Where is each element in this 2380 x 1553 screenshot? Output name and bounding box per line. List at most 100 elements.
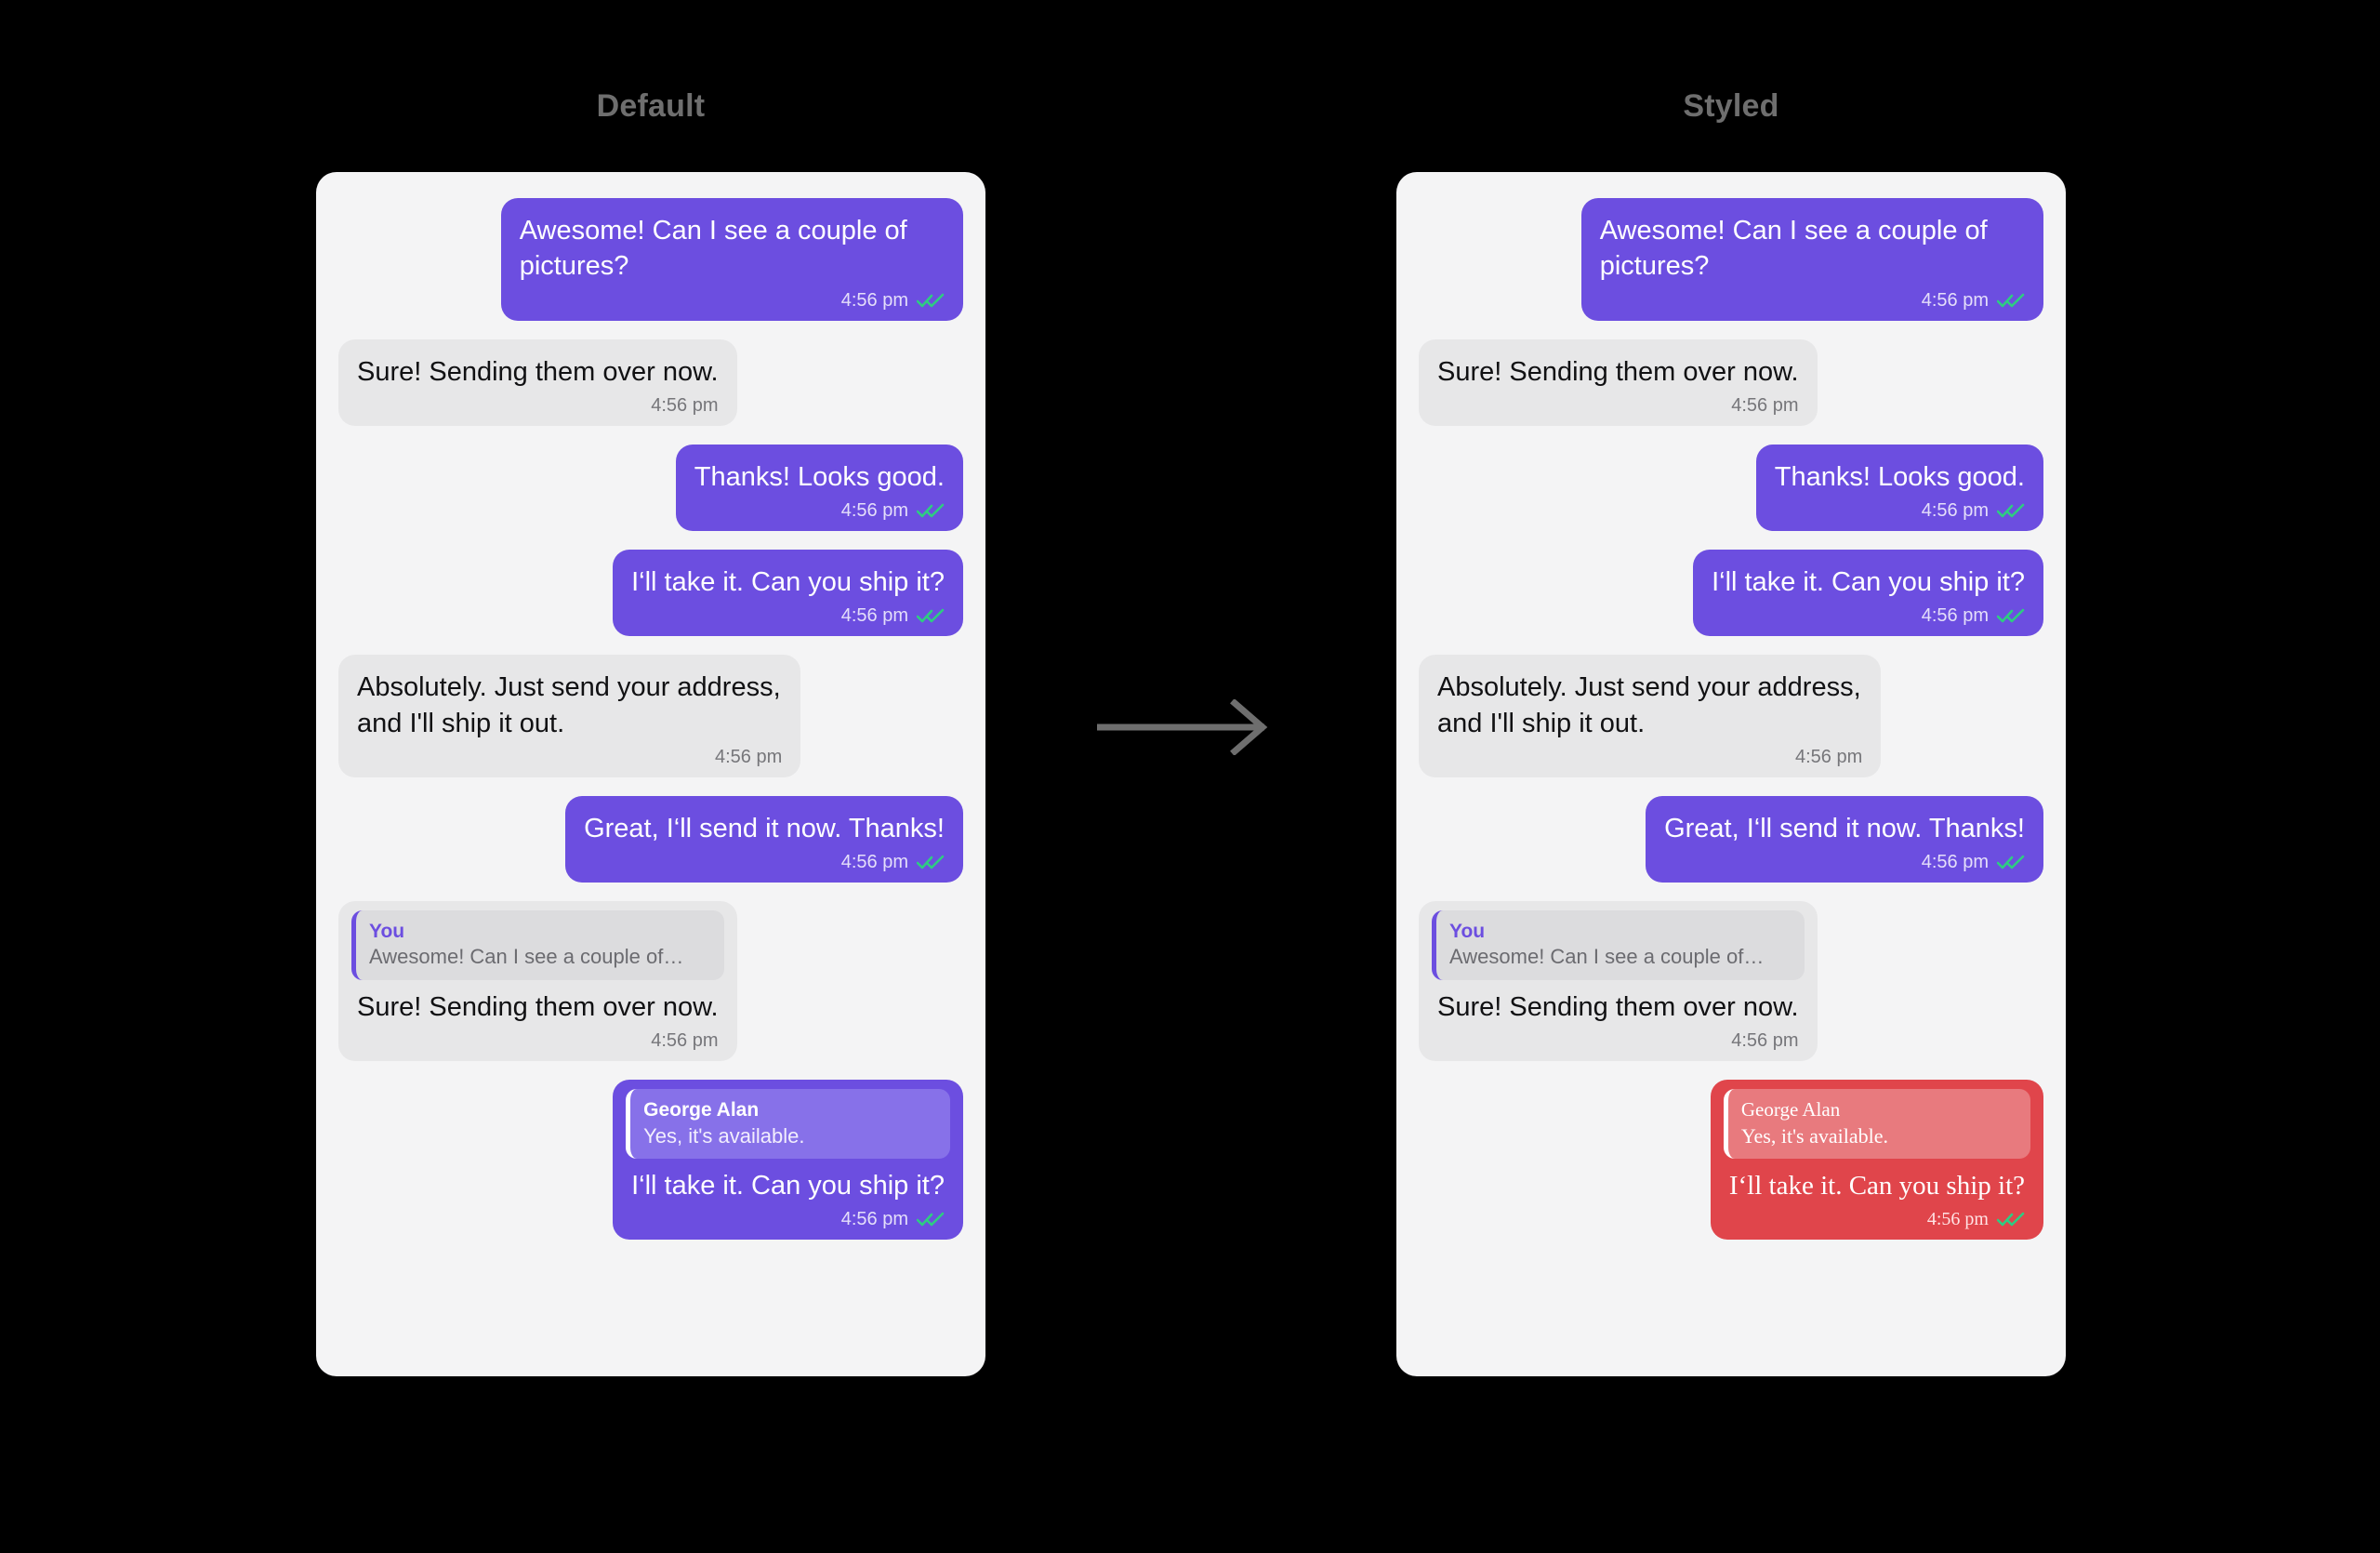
outgoing-message-bubble[interactable]: Thanks! Looks good. 4:56 pm (1755, 444, 2043, 532)
incoming-message-bubble[interactable]: Sure! Sending them over now. 4:56 pm (338, 338, 737, 426)
message-meta: 4:56 pm (584, 852, 945, 873)
outgoing-message-bubble[interactable]: Awesome! Can I see a couple of pictures?… (500, 198, 963, 321)
message-meta: 4:56 pm (1437, 747, 1862, 768)
message-text: Sure! Sending them over now. (1437, 992, 1799, 1023)
reply-quote-author: You (369, 921, 405, 943)
message-text: Awesome! Can I see a couple of pictures? (519, 216, 915, 282)
double-check-icon (917, 855, 945, 869)
message-timestamp: 4:56 pm (840, 1209, 908, 1230)
message-timestamp: 4:56 pm (715, 746, 783, 767)
message-text: I‘ll take it. Can you ship it? (631, 1171, 945, 1201)
message-meta: 4:56 pm (1437, 394, 1799, 417)
outgoing-message-bubble[interactable]: Thanks! Looks good. 4:56 pm (675, 444, 963, 532)
panel-title-styled: Styled (1683, 88, 1779, 124)
message-text: Absolutely. Just send your address, and … (1437, 672, 1869, 738)
message-row: Awesome! Can I see a couple of pictures?… (338, 198, 963, 321)
message-text: I‘ll take it. Can you ship it? (1712, 567, 2025, 598)
message-timestamp: 4:56 pm (1926, 1209, 1989, 1230)
message-meta: 4:56 pm (357, 747, 782, 768)
message-meta: 4:56 pm (694, 500, 945, 522)
message-timestamp: 4:56 pm (1921, 500, 1989, 522)
message-timestamp: 4:56 pm (1921, 289, 1989, 311)
message-row: Absolutely. Just send your address, and … (1419, 655, 2043, 777)
message-text: Sure! Sending them over now. (357, 356, 719, 387)
message-text: Sure! Sending them over now. (357, 992, 719, 1023)
message-row: Thanks! Looks good. 4:56 pm (338, 444, 963, 532)
double-check-icon (917, 293, 945, 307)
reply-quote-text: Awesome! Can I see a couple of… (1449, 945, 1765, 969)
panel-title-default: Default (596, 88, 706, 124)
double-check-icon (917, 609, 945, 623)
message-meta: 4:56 pm (1437, 1030, 1799, 1052)
message-text: Thanks! Looks good. (694, 461, 945, 492)
message-meta: 4:56 pm (1729, 1209, 2025, 1230)
arrow-right-icon (1097, 698, 1268, 756)
incoming-message-bubble[interactable]: Sure! Sending them over now. 4:56 pm (1419, 338, 1818, 426)
reply-quote-author: George Alan (643, 1099, 760, 1122)
chat-panel-default: Awesome! Can I see a couple of pictures?… (316, 172, 985, 1376)
transform-arrow (1095, 698, 1281, 756)
message-text: I‘ll take it. Can you ship it? (631, 567, 945, 598)
message-row: Awesome! Can I see a couple of pictures?… (1419, 198, 2043, 321)
message-text: Great, I‘ll send it now. Thanks! (584, 813, 945, 843)
reply-quote-author: George Alan (1740, 1098, 1841, 1122)
message-timestamp: 4:56 pm (1795, 746, 1863, 767)
double-check-icon (1997, 609, 2025, 623)
message-meta: 4:56 pm (1775, 500, 2025, 522)
message-row: Sure! Sending them over now. 4:56 pm (338, 338, 963, 426)
message-meta: 4:56 pm (520, 290, 945, 312)
message-timestamp: 4:56 pm (1921, 605, 1989, 627)
message-row: Great, I‘ll send it now. Thanks! 4:56 pm (1419, 795, 2043, 883)
double-check-icon (917, 1213, 945, 1227)
outgoing-message-bubble[interactable]: Great, I‘ll send it now. Thanks! 4:56 pm (1646, 795, 2043, 883)
reply-quote-author: You (1449, 921, 1486, 943)
message-text: Thanks! Looks good. (1774, 461, 2025, 492)
double-check-icon (917, 503, 945, 518)
message-text: Sure! Sending them over now. (1437, 356, 1799, 387)
message-row: Thanks! Looks good. 4:56 pm (1419, 444, 2043, 532)
message-timestamp: 4:56 pm (1731, 1030, 1799, 1052)
message-row: I‘ll take it. Can you ship it? 4:56 pm (1419, 550, 2043, 637)
incoming-message-bubble[interactable]: Absolutely. Just send your address, and … (338, 655, 801, 777)
message-text: Great, I‘ll send it now. Thanks! (1664, 813, 2025, 843)
message-meta: 4:56 pm (1664, 852, 2025, 873)
message-row: Sure! Sending them over now. 4:56 pm (1419, 338, 2043, 426)
outgoing-message-bubble[interactable]: Great, I‘ll send it now. Thanks! 4:56 pm (565, 795, 963, 883)
message-row: Great, I‘ll send it now. Thanks! 4:56 pm (338, 795, 963, 883)
message-text: Absolutely. Just send your address, and … (357, 672, 788, 738)
message-text: I‘ll take it. Can you ship it? (1728, 1171, 2025, 1201)
outgoing-message-bubble[interactable]: I‘ll take it. Can you ship it? 4:56 pm (613, 550, 963, 637)
message-meta: 4:56 pm (357, 394, 719, 417)
message-text: Awesome! Can I see a couple of pictures? (1599, 216, 1995, 282)
message-timestamp: 4:56 pm (1731, 394, 1799, 416)
message-row: I‘ll take it. Can you ship it? 4:56 pm (338, 550, 963, 637)
message-row: Absolutely. Just send your address, and … (338, 655, 963, 777)
message-timestamp: 4:56 pm (840, 289, 908, 311)
incoming-message-bubble[interactable]: Absolutely. Just send your address, and … (1419, 655, 1882, 777)
double-check-icon (1997, 855, 2025, 869)
message-timestamp: 4:56 pm (840, 500, 908, 522)
message-meta: 4:56 pm (631, 605, 945, 627)
message-meta: 4:56 pm (1712, 605, 2025, 627)
reply-quote-text: Yes, it's available. (1740, 1123, 1889, 1148)
reply-quote-text: Yes, it's available. (643, 1123, 805, 1148)
outgoing-message-bubble[interactable]: Awesome! Can I see a couple of pictures?… (1580, 198, 2043, 321)
chat-panel-styled: Awesome! Can I see a couple of pictures?… (1396, 172, 2066, 1376)
message-meta: 4:56 pm (631, 1209, 945, 1230)
outgoing-message-bubble[interactable]: I‘ll take it. Can you ship it? 4:56 pm (1693, 550, 2043, 637)
message-timestamp: 4:56 pm (651, 394, 719, 416)
message-timestamp: 4:56 pm (651, 1030, 719, 1052)
